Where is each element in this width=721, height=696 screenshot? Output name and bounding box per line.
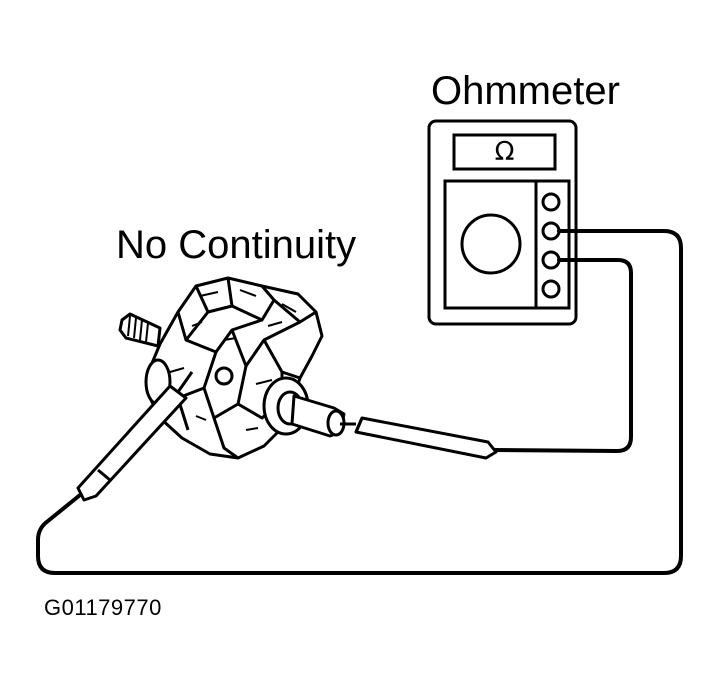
probe-right-collar (354, 417, 364, 433)
ohm-symbol: Ω (494, 137, 515, 167)
probe-left-grip (97, 468, 111, 482)
meter-case (427, 119, 578, 326)
claw-pole-7 (230, 320, 301, 368)
meter-display (452, 133, 557, 171)
claw-pole-5 (185, 318, 263, 354)
figure-id: G01179770 (44, 595, 162, 620)
test-probe-icon (76, 371, 194, 502)
claw-pole-1 (194, 277, 234, 314)
meter-title: Ohmmeter (431, 69, 620, 113)
rotor-shading (169, 289, 297, 431)
meter-panel (443, 179, 571, 310)
range-dial (460, 213, 522, 275)
lead-wire-outer (36, 229, 683, 575)
test-leads (36, 229, 683, 575)
jack-1 (541, 192, 561, 212)
result-label: No Continuity (116, 223, 357, 267)
alternator-rotor-icon (118, 276, 346, 460)
probe-left-tip (176, 371, 194, 393)
probe-right-body (354, 416, 498, 460)
jack-ohm (541, 250, 561, 270)
ohmmeter-icon (427, 119, 578, 326)
claw-pole-2 (231, 285, 276, 322)
jack-4 (541, 279, 561, 299)
claw-pole-11 (212, 417, 239, 460)
rivet (214, 366, 234, 386)
lead-wire-inner (492, 258, 633, 453)
jack-com (541, 221, 561, 241)
shaft-rear-threads (127, 315, 149, 343)
test-probe-icon-right (340, 416, 498, 460)
probe-left-body (76, 384, 188, 502)
claw-pole-8 (202, 365, 248, 420)
